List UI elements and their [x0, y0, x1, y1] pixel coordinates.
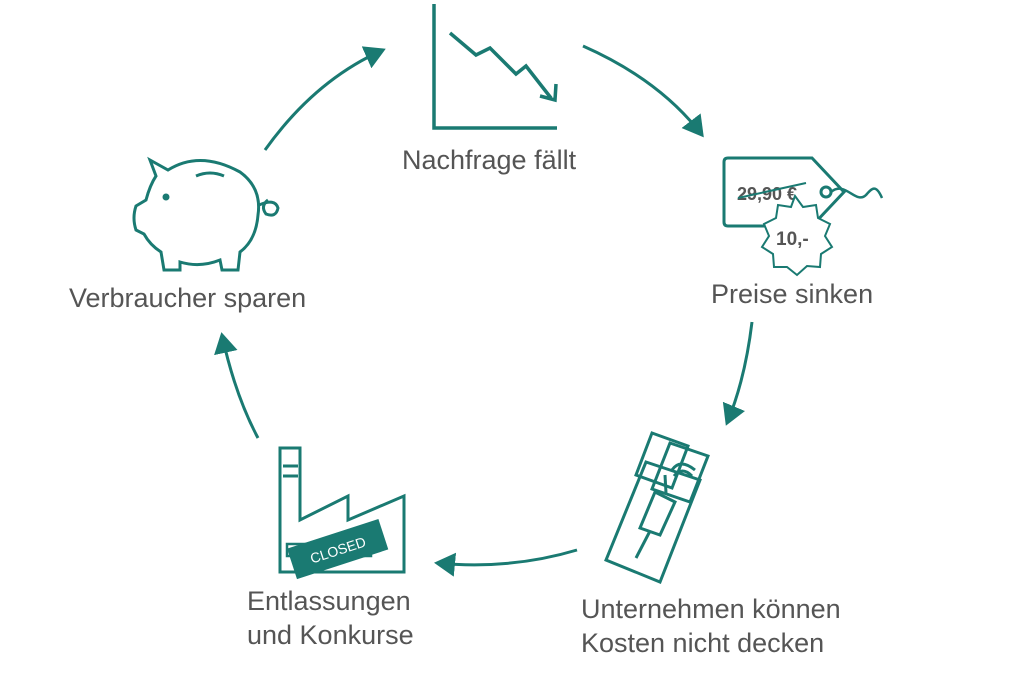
arrow-nachfrage-to-preise — [582, 44, 704, 138]
label-verbraucher-sparen: Verbraucher sparen — [69, 283, 307, 313]
label-entlassungen-konkurse: Entlassungen und Konkurse — [247, 584, 414, 652]
label-line-1: Entlassungen — [247, 586, 411, 616]
arrow-preise-to-unternehmen — [722, 321, 754, 426]
closed-factory-icon: CLOSED — [278, 446, 406, 580]
arrow-unternehmen-to-entlassungen — [434, 548, 578, 577]
strikethrough — [737, 182, 807, 199]
label-line-2: Kosten nicht decken — [581, 628, 825, 658]
starburst-badge — [760, 193, 834, 277]
label-unternehmen-kosten: Unternehmen können Kosten nicht decken — [581, 592, 841, 660]
empty-wallet-icon — [604, 431, 710, 584]
label-preise-sinken: Preise sinken — [711, 279, 874, 309]
falling-chart-icon — [432, 4, 558, 130]
label-line-1: Unternehmen können — [581, 594, 841, 624]
arrow-verbraucher-to-nachfrage — [263, 46, 386, 151]
label-line-2: und Konkurse — [247, 620, 414, 650]
closed-stamp: CLOSED — [287, 518, 389, 580]
label-nachfrage-faellt: Nachfrage fällt — [402, 145, 577, 175]
new-price: 10,- — [776, 229, 809, 250]
price-tag-icon: 29,90 € 10,- — [722, 156, 884, 277]
cycle-arrows — [214, 44, 754, 577]
piggy-bank-icon — [132, 156, 280, 272]
arrow-entlassungen-to-verbraucher — [214, 332, 260, 439]
